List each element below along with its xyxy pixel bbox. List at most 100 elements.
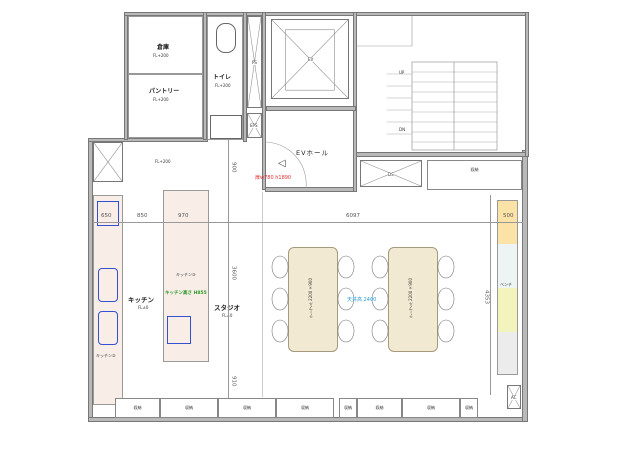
chair: [337, 287, 355, 311]
table-1: テーブル 2200×900: [288, 247, 338, 352]
wall-ev-south: [266, 106, 356, 111]
chair: [271, 287, 289, 311]
chair: [437, 287, 455, 311]
dimension-3600: 3600: [230, 266, 237, 280]
kitchen-island-3: キッチン③ キッチン高さ H855: [163, 190, 209, 362]
eps-label: EPS: [250, 123, 258, 128]
ds-label: DS: [388, 172, 394, 177]
ev-hall-label: EVホール: [296, 149, 330, 157]
bench: [497, 200, 518, 375]
chair: [271, 255, 289, 279]
bench-segment-gray: [498, 332, 517, 374]
entry-level: FL+200: [155, 159, 171, 164]
ev-label: EV: [308, 57, 314, 62]
sink-icon: [98, 268, 118, 302]
storage-unit[interactable]: 収納: [115, 398, 160, 418]
ac-label: AC: [511, 395, 517, 400]
storage-label: 収納: [470, 167, 479, 172]
chair: [371, 319, 389, 343]
stove-icon: [97, 201, 119, 226]
door-note: 扉w780 h1890: [255, 175, 292, 181]
stove-icon: [167, 316, 191, 344]
bench-segment-pale: [498, 244, 517, 288]
storage-name: 倉庫: [157, 44, 170, 51]
storage-unit[interactable]: 収納: [276, 398, 334, 418]
bench-label: ベンチ: [500, 282, 512, 287]
dimension-4353: 4353: [483, 290, 490, 304]
dimension-900: 900: [230, 162, 237, 173]
storage-label: 収納: [133, 405, 142, 410]
storage-unit[interactable]: 収納: [339, 398, 357, 418]
chair: [337, 255, 355, 279]
elevator-shaft: EV: [271, 19, 349, 99]
table-2: テーブル 2200×900: [388, 247, 438, 352]
storage-label: 収納: [185, 405, 193, 410]
wall-toilet-east: [243, 12, 247, 142]
wall-ps-east: [262, 12, 266, 190]
dimension-line-vertical: [228, 140, 229, 418]
kitchen-counter-2: キッチン②: [93, 195, 123, 405]
chair: [371, 287, 389, 311]
dimension-910: 910: [230, 376, 237, 387]
storage-unit[interactable]: 収納: [357, 398, 402, 418]
dimension-850: 850: [137, 213, 148, 219]
toilet-level: FL+200: [215, 83, 231, 88]
dimension-970: 970: [178, 213, 189, 219]
storage-label: 収納: [375, 405, 384, 410]
dimension-6097: 6097: [346, 213, 360, 219]
bench-segment-yellow: [498, 288, 517, 332]
storage-label: 収納: [465, 405, 473, 410]
storage-label: 収納: [427, 405, 435, 410]
ceiling-height-note: 天井高 2400: [347, 297, 377, 303]
studio-level: FL±0: [222, 314, 232, 318]
kitchen2-label: キッチン②: [96, 353, 116, 358]
toilet-fixture: [216, 23, 236, 53]
studio-boundary-line: [262, 192, 263, 397]
wall-toilet-west: [203, 12, 207, 140]
sink-icon: [98, 311, 118, 345]
storage-unit[interactable]: 収納: [160, 398, 218, 418]
dimension-650: 650: [101, 213, 112, 219]
room-pantry: パントリー FL+200: [128, 74, 203, 138]
kitchen-level: FL±0: [138, 305, 149, 310]
storage-label: 収納: [301, 405, 309, 410]
chair: [271, 319, 289, 343]
stair-up-label: UP: [399, 70, 405, 75]
dimension-line-4353: [490, 195, 491, 395]
chair: [337, 319, 355, 343]
ds-shaft: DS: [360, 160, 422, 187]
storage-label: 収納: [344, 405, 352, 410]
kitchen3-label: キッチン③: [176, 272, 196, 277]
ps-shaft: PS: [247, 16, 262, 108]
stairwell: UP DN: [357, 16, 525, 152]
pantry-level: FL+200: [153, 97, 169, 102]
storage-label: 収納: [243, 405, 251, 410]
room-toilet: トイレ FL+200: [207, 16, 243, 140]
door-swing: [264, 141, 307, 189]
storage-level: FL+200: [153, 53, 169, 58]
stair-down-label: DN: [399, 127, 406, 132]
pantry-name: パントリー: [149, 88, 180, 95]
ps-label: PS: [252, 60, 257, 65]
wall-north-kitchen: [88, 138, 208, 142]
storage-unit[interactable]: 収納: [218, 398, 276, 418]
storage-unit[interactable]: 収納: [402, 398, 460, 418]
kitchen-name: キッチン: [128, 296, 154, 304]
wall-stair-east: [525, 12, 529, 157]
ac-unit: AC: [507, 385, 521, 409]
kitchen-shaft: [93, 142, 123, 182]
eps-shaft: EPS: [247, 113, 262, 138]
storage-north[interactable]: 収納: [427, 160, 522, 190]
kitchen-height-note: キッチン高さ H855: [165, 291, 207, 296]
storage-unit[interactable]: 収納: [460, 398, 478, 418]
triangle-marker-icon: ◁: [278, 158, 286, 169]
chair: [437, 319, 455, 343]
sink-fixture: [210, 115, 242, 139]
dimension-line-horizontal: [93, 222, 523, 223]
chair: [437, 255, 455, 279]
wall-ev-east: [353, 12, 357, 192]
studio-name: スタジオ: [214, 304, 240, 312]
toilet-name: トイレ: [213, 74, 232, 81]
